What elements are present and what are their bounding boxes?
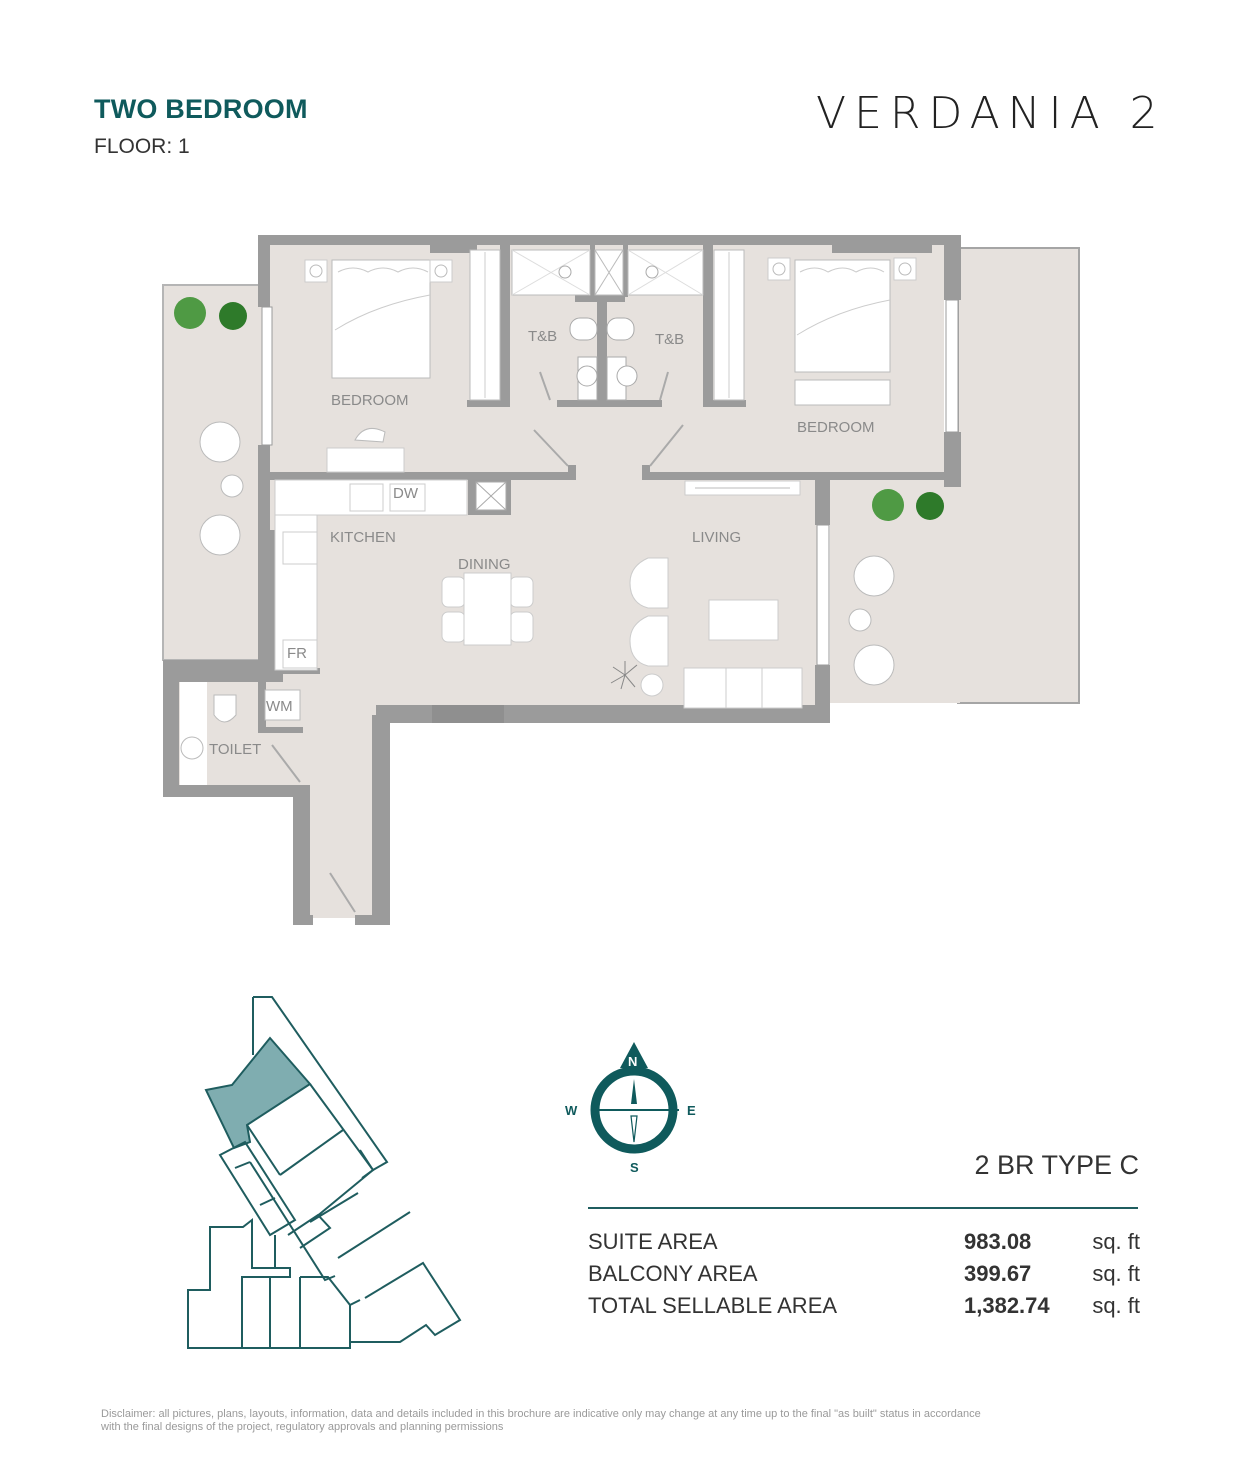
dining-table xyxy=(441,572,534,646)
shower-left xyxy=(511,249,591,296)
interior-floor xyxy=(172,243,944,918)
shower-right xyxy=(627,249,704,296)
compass: N W E S xyxy=(565,1042,696,1175)
kitchen-counter xyxy=(274,479,468,671)
bed-left xyxy=(304,259,453,379)
compass-west: W xyxy=(565,1103,578,1118)
room-label-living: LIVING xyxy=(692,529,741,546)
living-furniture xyxy=(629,557,803,709)
left-balcony xyxy=(162,284,264,661)
unit-type-label: 2 BR TYPE C xyxy=(974,1150,1139,1180)
dishwasher-label: DW xyxy=(393,485,419,502)
right-balcony xyxy=(830,247,1080,704)
fridge-label: FR xyxy=(287,645,307,662)
right-balcony-furniture xyxy=(848,555,895,686)
bath-fixtures xyxy=(569,317,638,401)
disclaimer-line-1: Disclaimer: all pictures, plans, layouts… xyxy=(101,1408,981,1420)
room-label-bedroom-left: BEDROOM xyxy=(331,392,409,409)
area-value: 399.67 xyxy=(964,1261,1032,1286)
area-value: 983.08 xyxy=(964,1229,1032,1254)
room-label-bedroom-right: BEDROOM xyxy=(797,419,875,436)
area-label: SUITE AREA xyxy=(588,1229,718,1254)
living-plant xyxy=(610,661,638,690)
wardrobe-left xyxy=(469,249,501,401)
room-label-kitchen: KITCHEN xyxy=(330,529,396,546)
floor-label: FLOOR: 1 xyxy=(94,135,190,158)
walls xyxy=(163,235,961,925)
area-row-balcony: BALCONY AREA 399.67 sq. ft xyxy=(588,1258,1140,1290)
tv-unit xyxy=(684,480,801,496)
room-label-tb-right: T&B xyxy=(655,331,684,348)
room-label-tb-left: T&B xyxy=(528,328,557,345)
disclaimer-line-2: with the final designs of the project, r… xyxy=(101,1421,504,1433)
compass-icon xyxy=(590,1042,679,1154)
room-label-dining: DINING xyxy=(458,556,511,573)
room-label-toilet: TOILET xyxy=(209,741,261,758)
compass-north: N xyxy=(628,1054,637,1069)
disclaimer: Disclaimer: all pictures, plans, layouts… xyxy=(101,1408,1101,1434)
shaft-top xyxy=(594,249,624,296)
area-label: BALCONY AREA xyxy=(588,1261,758,1286)
wardrobe-right xyxy=(713,249,745,401)
windows xyxy=(261,299,959,666)
key-plan xyxy=(187,996,462,1349)
left-balcony-furniture xyxy=(199,421,244,556)
area-table: SUITE AREA 983.08 sq. ft BALCONY AREA 39… xyxy=(588,1226,1140,1322)
area-unit: sq. ft xyxy=(1092,1293,1140,1318)
washing-machine-label: WM xyxy=(266,698,293,715)
area-unit: sq. ft xyxy=(1092,1229,1140,1254)
balcony-plants xyxy=(174,297,944,521)
floor-plan: BEDROOM BEDROOM T&B T&B KITCHEN DINING L… xyxy=(162,235,1080,925)
compass-east: E xyxy=(687,1103,696,1118)
desk xyxy=(326,427,405,473)
area-value: 1,382.74 xyxy=(964,1293,1050,1318)
area-unit: sq. ft xyxy=(1092,1261,1140,1286)
compass-south: S xyxy=(630,1160,639,1175)
divider xyxy=(588,1207,1138,1209)
unit-title: TWO BEDROOM xyxy=(94,94,308,124)
shaft-kitchen xyxy=(475,481,507,511)
area-label: TOTAL SELLABLE AREA xyxy=(588,1293,838,1318)
area-row-total: TOTAL SELLABLE AREA 1,382.74 sq. ft xyxy=(588,1290,1140,1322)
area-row-suite: SUITE AREA 983.08 sq. ft xyxy=(588,1226,1140,1258)
brand-logo: VERDANIA 2 xyxy=(816,88,1166,139)
toilet-fixtures xyxy=(180,682,301,785)
doors xyxy=(271,371,684,913)
bed-right xyxy=(767,257,917,406)
